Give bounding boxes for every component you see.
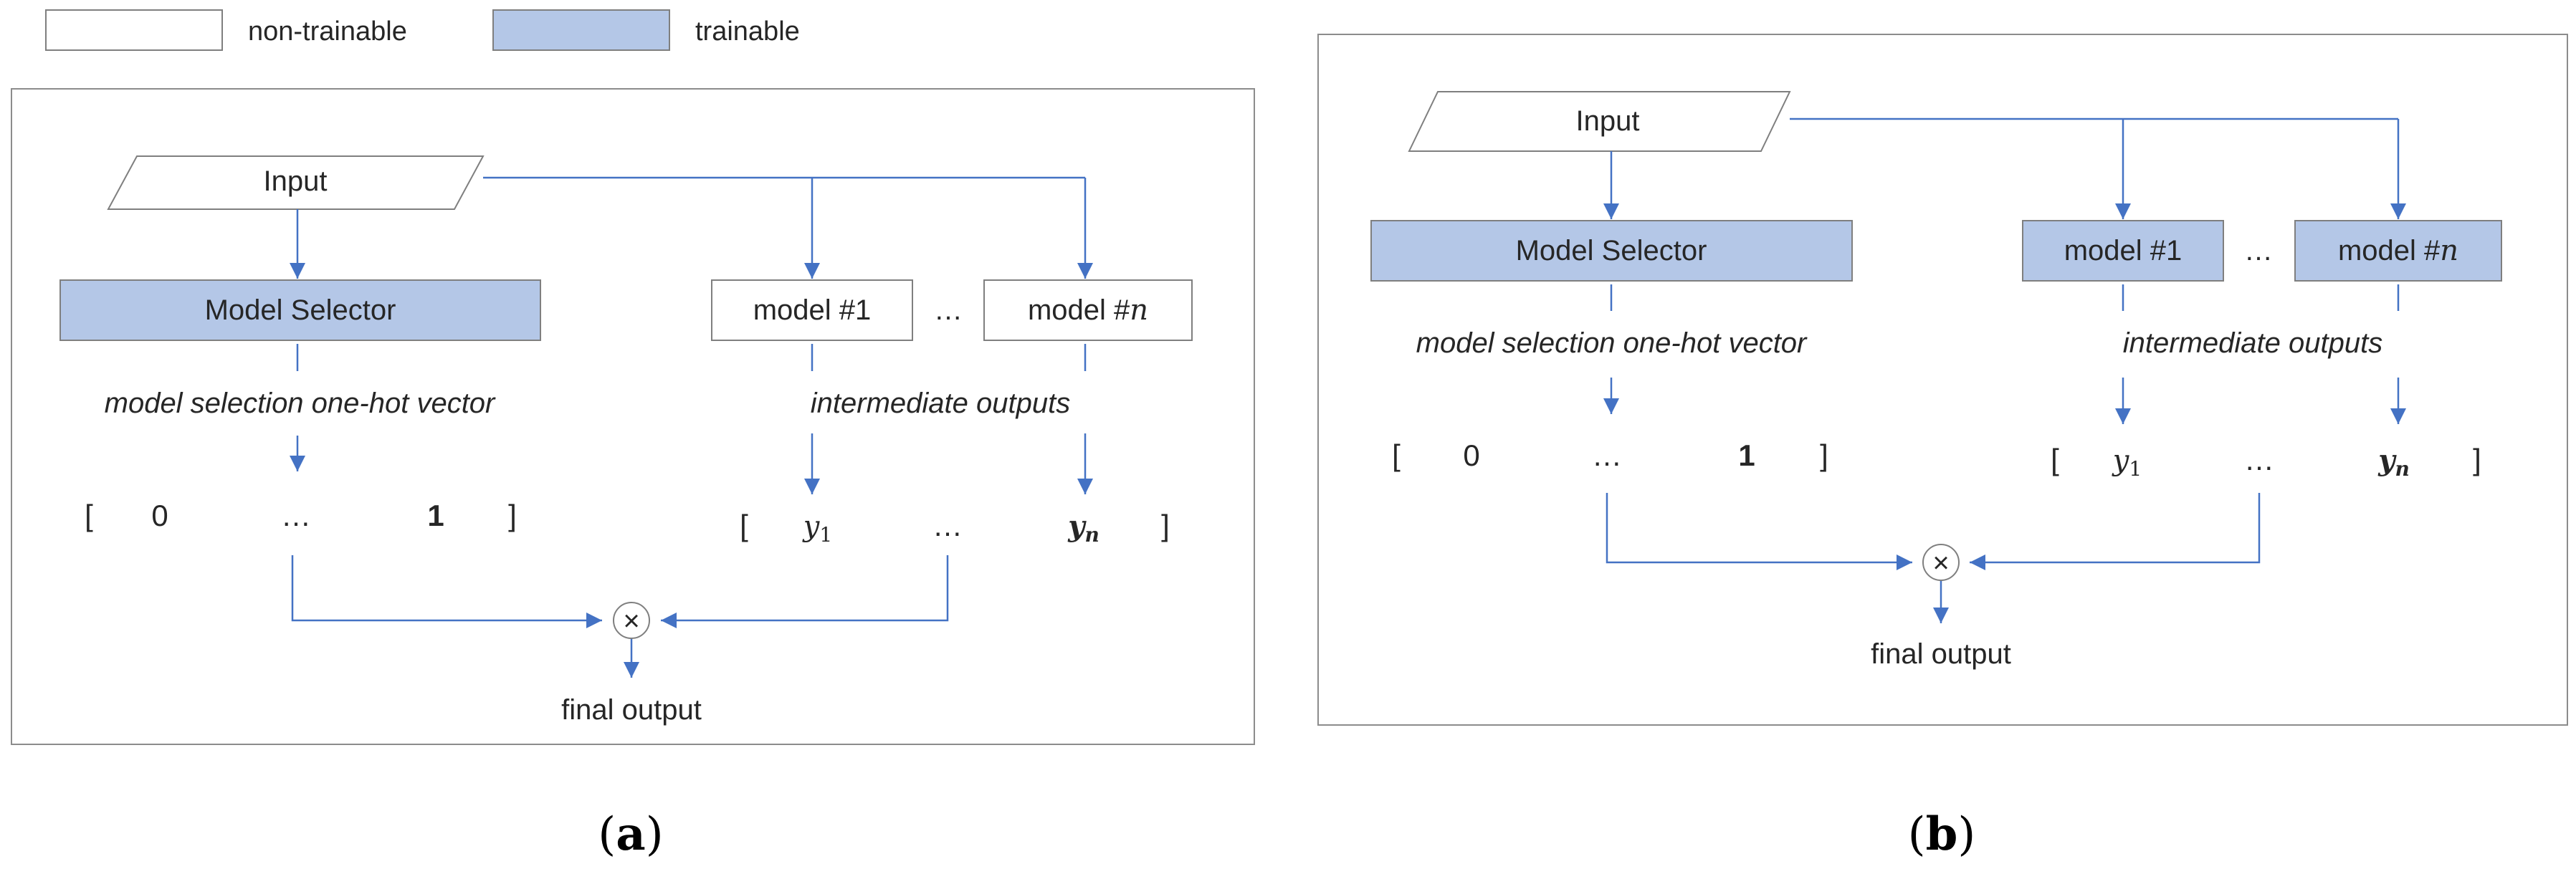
panel-b-vector-first: 0 — [1463, 438, 1479, 472]
panel-b-selector-output-label: model selection one-hot vector — [1416, 327, 1808, 359]
panel-b-models-ellipsis: … — [2244, 235, 2273, 267]
panel-a-model-n-var: n — [1130, 294, 1148, 327]
panel-b-model-n — [2294, 220, 2502, 282]
panel-b-model-1 — [2022, 220, 2224, 282]
panel-a-output-y1-var: y — [802, 510, 821, 543]
panel-b-output-y1-sub: 1 — [2129, 457, 2142, 481]
legend-non-trainable-swatch — [45, 9, 223, 51]
panel-a-model-1 — [711, 279, 913, 341]
panel-a-output-y1-sub: 1 — [819, 523, 832, 547]
panel-b-vector-open: [ — [1392, 438, 1401, 472]
panel-a-multiply-node — [613, 602, 650, 639]
panel-b-output-yn: yn — [2377, 443, 2410, 481]
panel-b-model-1-label: model #1 — [2064, 235, 2183, 267]
panel-a-connectors — [290, 176, 1093, 678]
panel-a-outputs-open: [ — [740, 509, 748, 542]
panel-a-vector-close: ] — [508, 499, 517, 532]
panel-b-model-n-label: model #n — [2338, 234, 2458, 267]
panel-b-caption-close: ) — [1957, 808, 1975, 861]
panel-a-final-output-label: final output — [561, 694, 702, 726]
panel-b-model-n-var: n — [2440, 234, 2458, 267]
panel-a-model-n-label: model #n — [1028, 294, 1148, 327]
panel-b-outputs-close: ] — [2473, 443, 2481, 476]
panel-a-vector-last: 1 — [427, 499, 444, 532]
panel-a-outputs-vector: [ y1 … yn ] — [740, 509, 1170, 547]
legend-trainable-label: trainable — [695, 16, 800, 47]
panel-b-multiply-node — [1922, 544, 1960, 581]
panel-b-outputs-dots: … — [2244, 443, 2274, 476]
panel-a: Input Model Selector model #1 … model #n — [11, 88, 1255, 861]
panel-b-model-selector-label: Model Selector — [1516, 235, 1707, 267]
panel-a-model-1-label: model #1 — [753, 294, 872, 326]
panel-a-caption-open: ( — [598, 808, 616, 861]
panel-a-outputs-dots: … — [932, 509, 963, 542]
panel-b-caption-letter: b — [1926, 807, 1958, 861]
panel-a-caption-close: ) — [646, 808, 664, 861]
panel-b: Input Model Selector model #1 … model #n — [1317, 34, 2568, 861]
panel-a-caption: (a) — [598, 807, 663, 861]
panel-a-models-output-label: intermediate outputs — [811, 388, 1070, 419]
panel-b-connectors — [1603, 117, 2406, 623]
panel-a-input-shape — [107, 155, 485, 210]
panel-b-outputs-open: [ — [2051, 443, 2059, 476]
panel-a-models-ellipsis: … — [934, 294, 963, 326]
panel-a-model-n — [983, 279, 1193, 341]
panel-a-caption-letter: a — [616, 807, 645, 861]
panel-a-model-selector-label: Model Selector — [205, 294, 396, 326]
panel-b-caption: (b) — [1908, 807, 1976, 861]
panel-a-vector-first: 0 — [151, 499, 168, 532]
panel-a-output-yn: yn — [1067, 509, 1099, 547]
panel-b-frame — [1317, 34, 2568, 726]
legend-trainable-swatch — [492, 9, 670, 51]
panel-b-one-hot-vector: [ 0 … 1 ] — [1392, 438, 1828, 472]
panel-b-output-y1-var: y — [2112, 444, 2130, 477]
panel-b-multiply-icon: × — [1932, 547, 1949, 579]
panel-b-model-selector — [1370, 220, 1853, 282]
legend-non-trainable-label: non-trainable — [248, 16, 407, 47]
panel-b-output-yn-sub: n — [2395, 457, 2409, 481]
panel-a-output-y1: y1 — [802, 510, 832, 547]
panel-a-selector-output-label: model selection one-hot vector — [105, 388, 496, 419]
panel-b-input-shape — [1408, 91, 1791, 152]
panel-a-output-yn-var: y — [1067, 509, 1087, 543]
panel-a-model-n-prefix: model # — [1028, 294, 1130, 326]
panel-b-models-output-label: intermediate outputs — [2123, 327, 2382, 359]
panel-b-model-n-prefix: model # — [2338, 235, 2441, 267]
panel-b-output-y1: y1 — [2112, 444, 2142, 481]
panel-a-output-yn-sub: n — [1084, 523, 1099, 547]
panel-b-caption-open: ( — [1908, 808, 1926, 861]
panel-b-vector-close: ] — [1820, 438, 1828, 472]
panel-a-one-hot-vector: [ 0 … 1 ] — [85, 499, 517, 532]
panel-b-final-output-label: final output — [1871, 638, 2011, 670]
panel-a-outputs-close: ] — [1161, 509, 1170, 542]
panel-b-output-yn-var: y — [2377, 443, 2397, 477]
panel-a-frame — [11, 88, 1255, 745]
panel-a-vector-dots: … — [281, 499, 311, 532]
panel-a-multiply-icon: × — [623, 605, 639, 637]
panel-b-vector-dots: … — [1592, 438, 1622, 472]
panel-a-model-selector — [59, 279, 541, 341]
panel-a-input-label: Input — [264, 165, 328, 197]
panel-b-input-label: Input — [1576, 105, 1640, 137]
panel-a-vector-open: [ — [85, 499, 93, 532]
panel-b-vector-last: 1 — [1738, 438, 1755, 472]
panel-b-outputs-vector: [ y1 … yn ] — [2051, 443, 2481, 481]
legend: non-trainable trainable — [45, 9, 800, 51]
